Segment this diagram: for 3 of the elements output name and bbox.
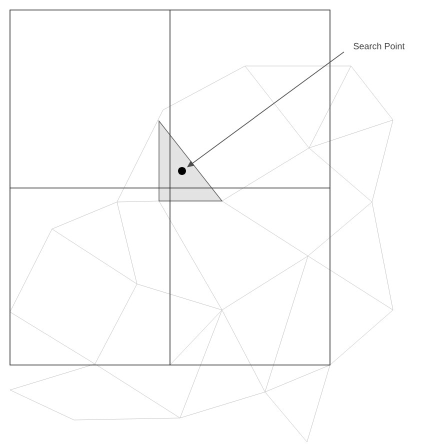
search-point-dot (178, 167, 186, 175)
label-text: Search Point (354, 42, 405, 50)
leader-arrow (187, 52, 344, 168)
